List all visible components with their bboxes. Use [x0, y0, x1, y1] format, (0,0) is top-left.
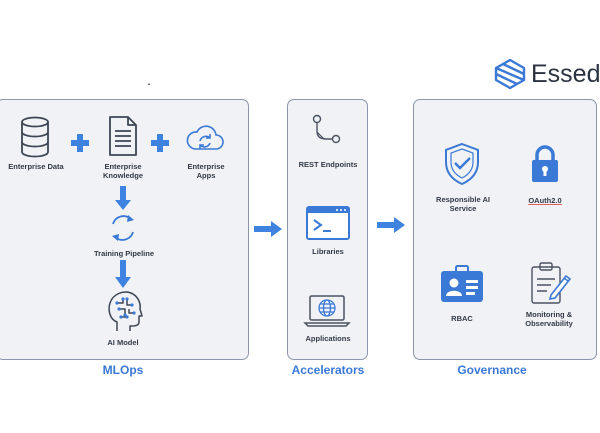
arrow-right-icon [254, 221, 282, 237]
accelerators-title: Accelerators [291, 363, 365, 377]
responsible-ai-label: Responsible AI Service [436, 195, 490, 213]
enterprise-apps-label: Enterprise Apps [187, 162, 225, 180]
enterprise-data-label: Enterprise Data [8, 162, 64, 171]
libraries-label: Libraries [312, 247, 344, 256]
mlops-title: MLOps [102, 363, 144, 377]
brand-logo: Essedur [493, 56, 600, 94]
arrow-down-icon [115, 186, 131, 210]
document-icon [109, 116, 137, 156]
monitoring-label: Monitoring & Observability [525, 310, 573, 328]
training-pipeline-label: Training Pipeline [93, 249, 154, 258]
shield-check-icon [445, 142, 479, 186]
id-badge-icon [441, 265, 483, 302]
ai-model-label: AI Model [107, 338, 139, 347]
applications-label: Applications [305, 334, 351, 343]
brand-name: Essedur [531, 60, 600, 88]
laptop-globe-icon [303, 295, 351, 327]
clipboard-pen-icon [531, 262, 572, 304]
rbac-label: RBAC [451, 314, 473, 323]
padlock-icon [532, 145, 558, 182]
cycle-icon [112, 215, 134, 241]
governance-panel [413, 99, 597, 360]
stray-dot: . [147, 72, 151, 88]
ai-brain-head-icon [108, 291, 143, 331]
logo-mark-icon [494, 58, 526, 90]
plus-icon [151, 134, 169, 152]
arrow-right-icon [377, 217, 405, 233]
governance-title: Governance [457, 363, 527, 377]
plus-icon [71, 134, 89, 152]
rest-endpoints-label: REST Endpoints [298, 160, 358, 169]
database-icon [21, 116, 49, 158]
api-endpoint-icon [312, 114, 341, 144]
cloud-sync-icon [186, 125, 224, 150]
arrow-down-icon [115, 260, 131, 288]
oauth-label: OAuth2.0 [528, 196, 562, 205]
terminal-window-icon [306, 206, 350, 240]
enterprise-knowledge-label: Enterprise Knowledge [102, 162, 143, 180]
